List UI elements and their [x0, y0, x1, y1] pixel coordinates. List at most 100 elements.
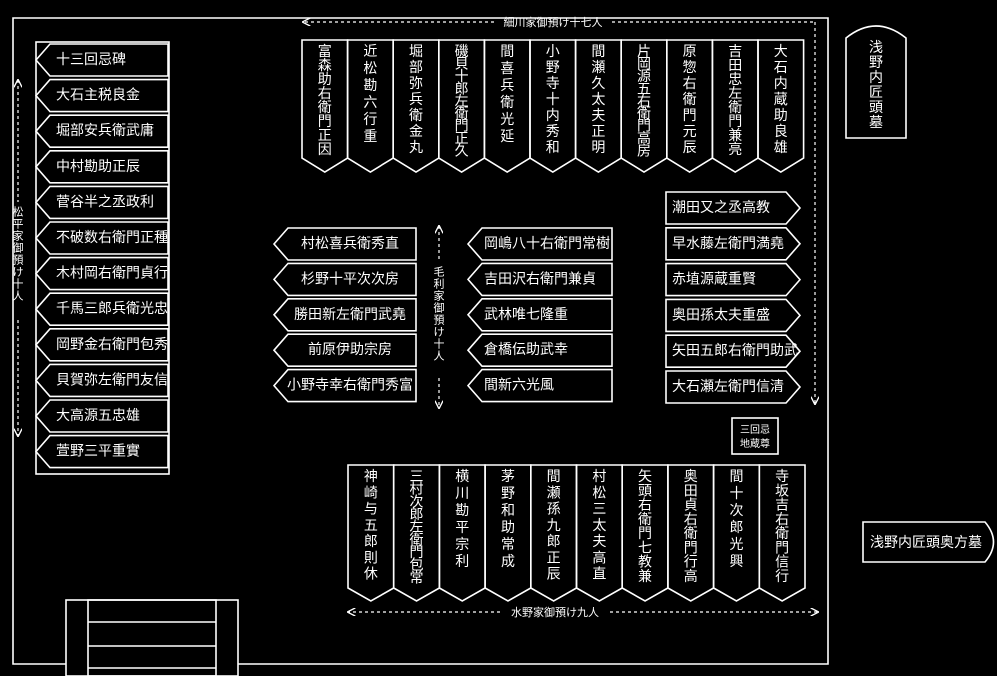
svg-text:原: 原 [683, 44, 697, 60]
right-grave-label: 大石瀬左衛門信清 [672, 379, 784, 395]
left-grave-label: 岡野金右衛門包秀 [56, 337, 168, 353]
left-grave-label: 千馬三郎兵衛光忠 [56, 301, 168, 317]
svg-text:丸: 丸 [409, 140, 423, 156]
svg-text:崎: 崎 [364, 485, 378, 501]
right-grave-4: 矢田五郎右衛門助武 [665, 334, 802, 369]
svg-text:貞: 貞 [684, 498, 698, 514]
svg-text:野: 野 [546, 60, 560, 76]
left-grave-4: 菅谷半之丞政利 [34, 185, 169, 220]
svg-text:間: 間 [591, 44, 605, 60]
right-grave-5: 大石瀬左衛門信清 [665, 370, 802, 404]
svg-text:横: 横 [455, 469, 469, 485]
svg-text:門: 門 [455, 119, 469, 135]
svg-text:瀬: 瀬 [591, 60, 605, 76]
center-right-grave-label: 武林唯七隆重 [484, 307, 568, 323]
svg-text:毛: 毛 [434, 266, 445, 279]
svg-text:六: 六 [363, 95, 377, 111]
center-right-grave-label: 間新六光風 [484, 378, 554, 394]
left-grave-8: 岡野金右衛門包秀 [34, 327, 169, 362]
svg-text:良: 良 [774, 124, 788, 140]
svg-text:秀: 秀 [546, 124, 560, 140]
svg-text:門: 門 [637, 119, 651, 135]
svg-text:近: 近 [363, 44, 377, 60]
svg-text:門: 門 [775, 540, 789, 556]
svg-text:寺: 寺 [546, 76, 560, 92]
svg-text:宗: 宗 [455, 537, 469, 553]
svg-text:左: 左 [728, 86, 742, 102]
svg-text:衛: 衛 [455, 106, 469, 122]
svg-text:三: 三 [410, 469, 424, 485]
svg-text:人: 人 [434, 350, 445, 363]
right-column-graves: 潮田又之丞高教早水藤左衛門満堯赤埴源蔵重賢奥田孫太夫重盛矢田五郎右衛門助武大石瀬… [665, 191, 802, 404]
left-grave-label: 十三回忌碑 [56, 52, 126, 68]
svg-text:松: 松 [363, 61, 377, 77]
svg-text:家: 家 [434, 289, 445, 303]
left-grave-label: 大高源五忠雄 [56, 407, 140, 424]
svg-text:惣: 惣 [683, 60, 697, 76]
svg-text:辰: 辰 [683, 140, 697, 156]
svg-text:平: 平 [13, 218, 24, 231]
svg-text:間: 間 [729, 469, 743, 485]
svg-text:内: 内 [869, 70, 883, 86]
svg-text:久: 久 [591, 76, 605, 92]
svg-text:休: 休 [364, 567, 378, 583]
svg-text:吉: 吉 [775, 498, 789, 514]
svg-text:茅: 茅 [501, 469, 515, 485]
svg-text:内: 内 [774, 76, 788, 92]
svg-text:間: 間 [547, 469, 561, 485]
svg-text:次: 次 [729, 503, 743, 519]
svg-text:久: 久 [455, 144, 469, 160]
svg-text:七: 七 [638, 540, 652, 556]
svg-text:信: 信 [775, 555, 789, 571]
right-grave-label: 赤埴源蔵重賢 [672, 272, 756, 288]
svg-text:行: 行 [363, 112, 377, 128]
center-left-grave-2: 勝田新左衛門武堯 [272, 297, 417, 332]
left-grave-label: 萱野三平重實 [56, 443, 140, 460]
svg-text:野: 野 [869, 55, 883, 71]
svg-text:門: 門 [728, 114, 742, 130]
svg-text:五: 五 [364, 518, 378, 534]
svg-text:和: 和 [546, 140, 560, 156]
center-left-grave-label: 杉野十平次次房 [301, 271, 399, 287]
center-left-grave-0: 村松喜兵衛秀直 [272, 227, 417, 261]
svg-text:正: 正 [318, 128, 332, 144]
svg-text:元: 元 [683, 124, 697, 140]
right-grave-label: 早水藤左衛門満堯 [672, 236, 784, 252]
svg-text:村: 村 [410, 482, 424, 498]
right-grave-0: 潮田又之丞高教 [665, 191, 802, 225]
asano-wife-grave-label: 浅野内匠頭奥方墓 [870, 534, 982, 551]
entrance-steps [65, 599, 239, 676]
left-grave-7: 千馬三郎兵衛光忠 [34, 292, 169, 327]
left-grave-label: 木村岡右衛門貞行 [56, 266, 168, 282]
svg-text:け: け [434, 326, 445, 339]
svg-text:行: 行 [684, 555, 698, 571]
svg-text:正: 正 [591, 124, 605, 140]
svg-text:亮: 亮 [728, 141, 742, 158]
svg-text:光: 光 [500, 112, 514, 128]
svg-text:片: 片 [637, 44, 651, 60]
center-left-grave-3: 前原伊助宗房 [272, 333, 417, 368]
svg-text:右: 右 [638, 498, 652, 514]
svg-text:郎: 郎 [455, 81, 469, 97]
center-left-grave-label: 村松喜兵衛秀直 [301, 235, 399, 252]
